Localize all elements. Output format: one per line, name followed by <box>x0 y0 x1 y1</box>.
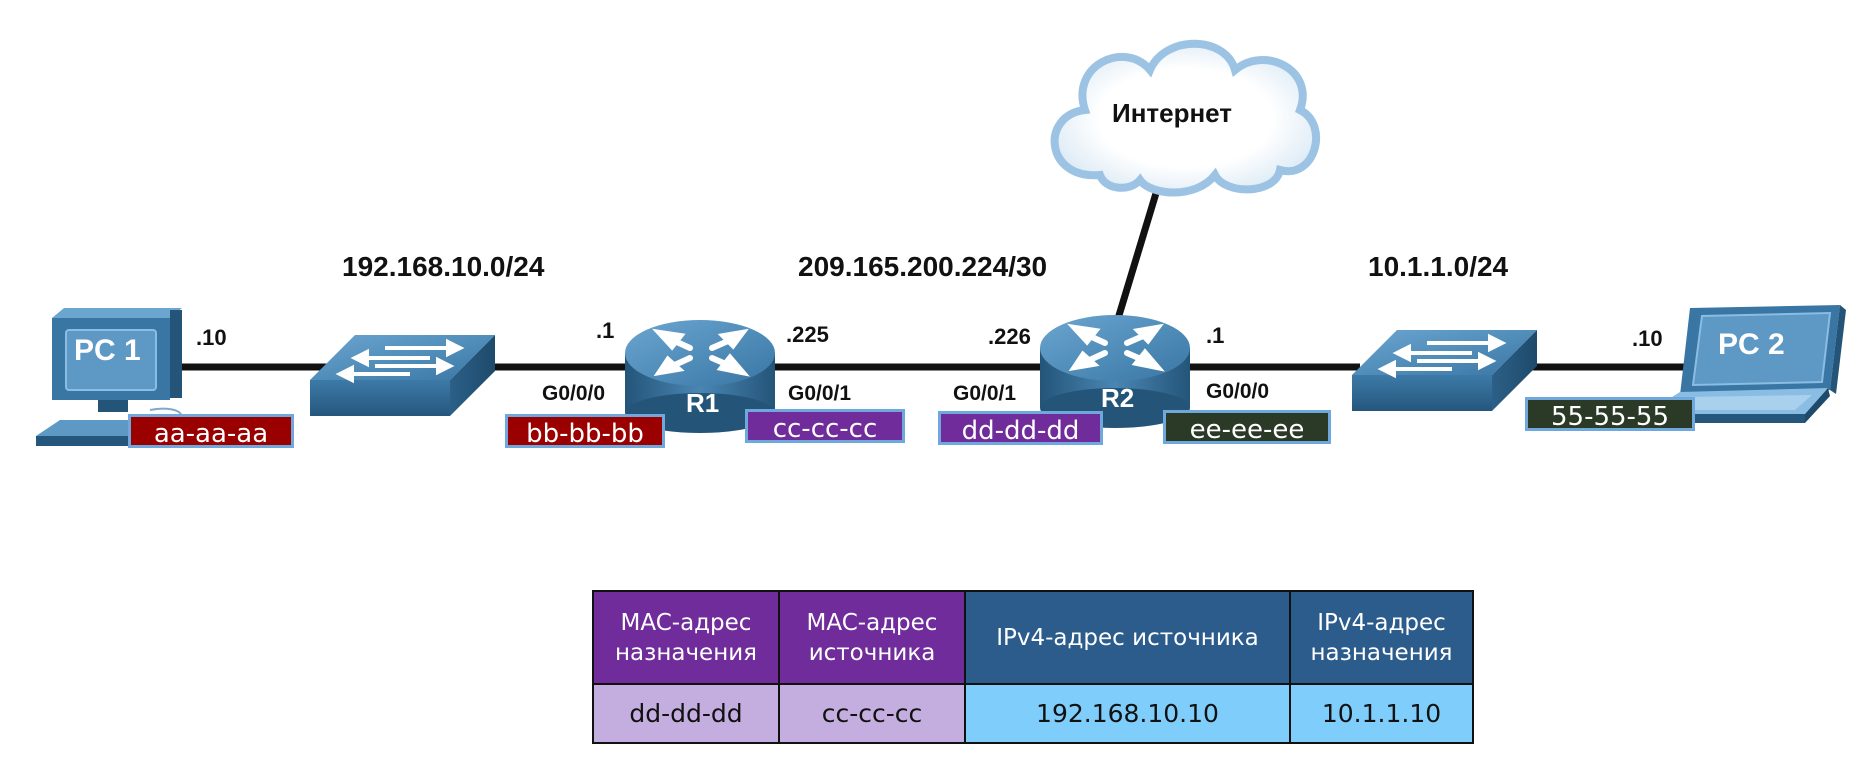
mac-r2-g000: ee-ee-ee <box>1163 410 1331 445</box>
cell-src-mac: cc-cc-cc <box>778 683 966 744</box>
ip-pc2: .10 <box>1632 326 1663 351</box>
ip-r1-g000: .1 <box>596 318 615 343</box>
header-dest-mac: MAC-адрес назначения <box>592 590 780 685</box>
cloud-icon <box>1050 39 1320 197</box>
laptop-icon <box>1645 305 1846 423</box>
network-links <box>160 178 1690 371</box>
network-wan: 209.165.200.224/30 <box>798 251 1048 282</box>
header-src-mac: MAC-адрес источника <box>778 590 966 685</box>
network-lan1: 192.168.10.0/24 <box>342 251 545 282</box>
pc2-label: PC 2 <box>1718 328 1785 361</box>
switch-icon <box>1352 330 1537 411</box>
ip-pc1: .10 <box>196 325 227 350</box>
mac-pc2: 55-55-55 <box>1525 397 1695 432</box>
cell-dest-ipv4: 10.1.1.10 <box>1289 683 1474 744</box>
interface-r2-g000: G0/0/0 <box>1206 380 1270 403</box>
ip-r2-g000: .1 <box>1206 323 1225 348</box>
cell-src-ipv4: 192.168.10.10 <box>964 683 1291 744</box>
mac-pc1: aa-aa-aa <box>128 414 294 449</box>
mac-r1-g001: cc-cc-cc <box>745 409 905 444</box>
r1-label: R1 <box>686 388 720 418</box>
header-dest-ipv4: IPv4-адрес назначения <box>1289 590 1474 685</box>
ip-r2-g001: .226 <box>988 324 1031 349</box>
network-lan2: 10.1.1.0/24 <box>1368 251 1509 282</box>
desktop-pc-icon <box>36 308 182 446</box>
interface-r1-g000: G0/0/0 <box>542 382 606 405</box>
link-r2-internet <box>1113 178 1164 324</box>
table-row: dd-dd-dd cc-cc-cc 192.168.10.10 10.1.1.1… <box>592 683 1474 744</box>
cell-dest-mac: dd-dd-dd <box>592 683 780 744</box>
mac-r2-g001: dd-dd-dd <box>938 411 1103 446</box>
frame-header-table: MAC-адрес назначения MAC-адрес источника… <box>592 590 1474 744</box>
switch-icon <box>310 335 495 416</box>
ip-r1-g001: .225 <box>786 322 829 347</box>
interface-r2-g001: G0/0/1 <box>953 382 1017 405</box>
r2-label: R2 <box>1101 383 1135 413</box>
interface-r1-g001: G0/0/1 <box>788 382 852 405</box>
mac-r1-g000: bb-bb-bb <box>505 414 665 449</box>
pc1-label: PC 1 <box>74 334 141 367</box>
header-src-ipv4: IPv4-адрес источника <box>964 590 1291 685</box>
router-icon <box>1040 315 1190 428</box>
internet-label: Интернет <box>1112 98 1233 128</box>
